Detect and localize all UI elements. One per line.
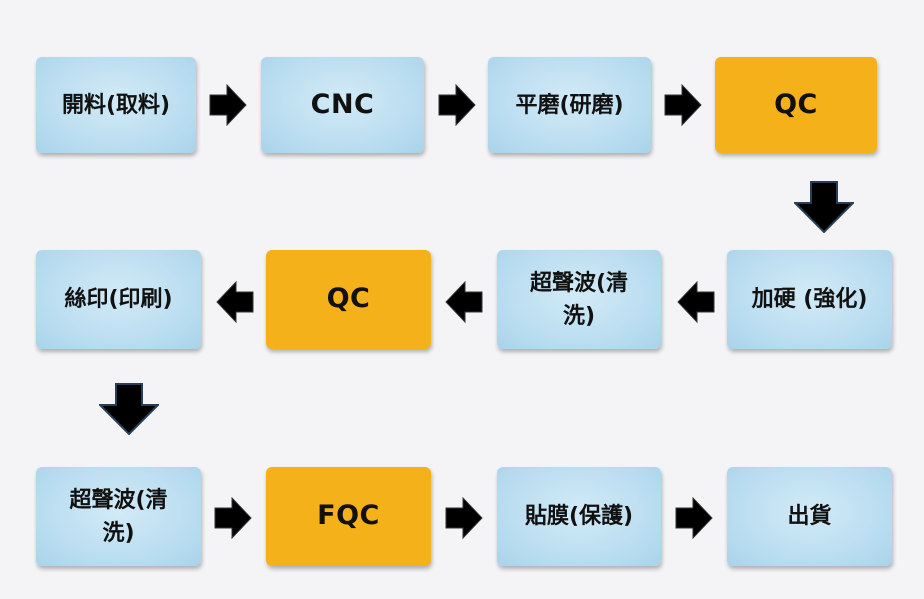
arrow-right-icon	[214, 497, 252, 539]
step-hardening: 加硬 (強化)	[727, 250, 892, 349]
step-qc-1: QC	[715, 57, 877, 153]
step-qc-2: QC	[266, 250, 431, 349]
step-silkscreen: 絲印(印刷)	[36, 250, 201, 349]
step-ultrasonic-cleaning-2: 超聲波(清 洗)	[36, 467, 201, 566]
arrow-left-icon	[445, 281, 483, 323]
arrow-left-icon	[677, 281, 715, 323]
step-fqc: FQC	[266, 467, 431, 566]
arrow-right-icon	[209, 84, 247, 126]
step-cnc: CNC	[261, 57, 424, 153]
step-shipping: 出貨	[727, 467, 892, 566]
step-ultrasonic-cleaning-1: 超聲波(清 洗)	[497, 250, 661, 349]
arrow-down-icon	[794, 181, 854, 233]
step-grinding: 平磨(研磨)	[488, 57, 651, 153]
arrow-right-icon	[675, 497, 713, 539]
arrow-right-icon	[445, 497, 483, 539]
arrow-right-icon	[664, 84, 702, 126]
arrow-down-icon	[99, 383, 159, 435]
step-cutting: 開料(取料)	[36, 57, 196, 153]
arrow-left-icon	[216, 281, 254, 323]
step-film-lamination: 貼膜(保護)	[497, 467, 661, 566]
arrow-right-icon	[438, 84, 476, 126]
